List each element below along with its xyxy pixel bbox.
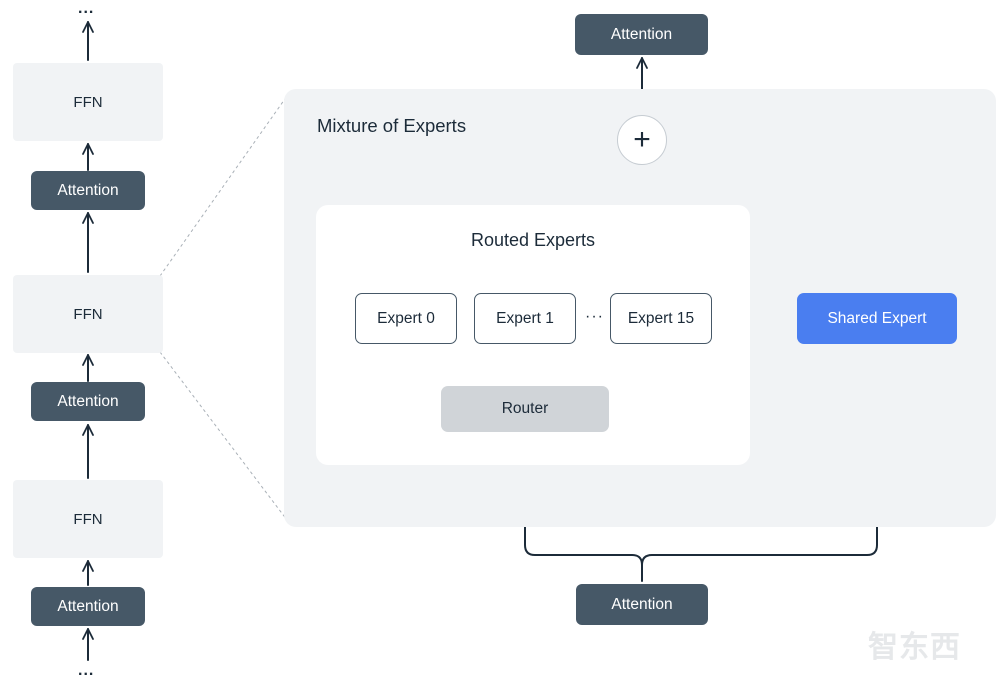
attention-output-block: Attention [575, 14, 708, 55]
ffn-block-bottom: FFN [13, 480, 163, 558]
expert-15-box: Expert 15 [610, 293, 712, 344]
stack-top-ellipsis: ... [78, 0, 95, 17]
router-box: Router [441, 386, 609, 432]
moe-title: Mixture of Experts [317, 115, 467, 136]
expert-ellipsis: ··· [585, 308, 604, 325]
watermark-logo: 智东西 [868, 631, 961, 664]
attention-block-bottom: Attention [31, 587, 145, 626]
input-to-shared-arrow [641, 346, 883, 566]
input-split-line [519, 434, 643, 582]
ffn-block-middle: FFN [13, 275, 163, 353]
sum-node: + [617, 115, 667, 165]
attention-block-top: Attention [31, 171, 145, 210]
expert-0-box: Expert 0 [355, 293, 457, 344]
ffn-block-top: FFN [13, 63, 163, 141]
zoom-line-top [159, 95, 288, 277]
expert-1-box: Expert 1 [474, 293, 576, 344]
routed-experts-title: Routed Experts [470, 230, 596, 250]
shared-expert-box: Shared Expert [797, 293, 957, 344]
attention-block-middle: Attention [31, 382, 145, 421]
stack-bottom-ellipsis: ... [78, 662, 95, 679]
zoom-line-bottom [159, 351, 288, 521]
attention-input-block: Attention [576, 584, 708, 625]
